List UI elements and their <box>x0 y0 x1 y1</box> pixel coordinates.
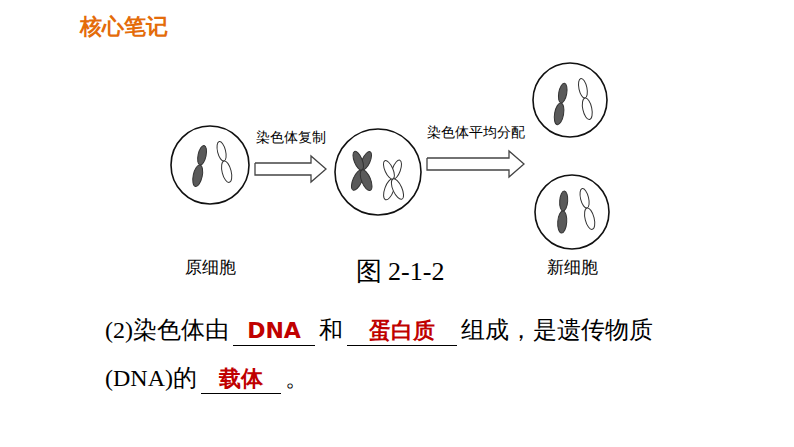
answer-blank: 载体 <box>201 365 281 394</box>
sentence-text: (DNA)的 <box>105 362 197 394</box>
cell-membrane <box>535 175 609 249</box>
block-arrow <box>427 151 524 177</box>
cell-label: 原细胞 <box>185 256 236 279</box>
figure-caption: 图 2-1-2 <box>356 254 445 289</box>
answer-blank: 蛋白质 <box>347 317 457 346</box>
block-arrow <box>255 156 326 182</box>
sentence-line: (DNA)的载体。 <box>105 362 309 394</box>
sentence-text: (2)染色体由 <box>105 314 229 346</box>
sentence-text: 组成，是遗传物质 <box>461 314 653 346</box>
section-title: 核心笔记 <box>80 12 168 42</box>
cell-label: 新细胞 <box>547 256 598 279</box>
cell-circle <box>334 128 422 216</box>
cell-outline <box>170 125 250 205</box>
answer-blank: DNA <box>233 317 315 346</box>
cell-outline <box>334 128 422 216</box>
cell-circle: 原细胞 <box>170 125 250 205</box>
arrow-label: 染色体复制 <box>255 129 327 147</box>
cell-membrane <box>533 63 607 137</box>
cell-pair: 新细胞 <box>532 60 612 252</box>
sentence-text: 和 <box>319 314 343 346</box>
arrow-label: 染色体平均分配 <box>426 124 526 142</box>
cell-outline <box>532 60 612 252</box>
sentence-line: (2)染色体由DNA和蛋白质组成，是遗传物质 <box>105 314 653 346</box>
cell-membrane <box>171 126 249 204</box>
cell-membrane <box>335 129 421 215</box>
sentence-text: 。 <box>285 362 309 394</box>
